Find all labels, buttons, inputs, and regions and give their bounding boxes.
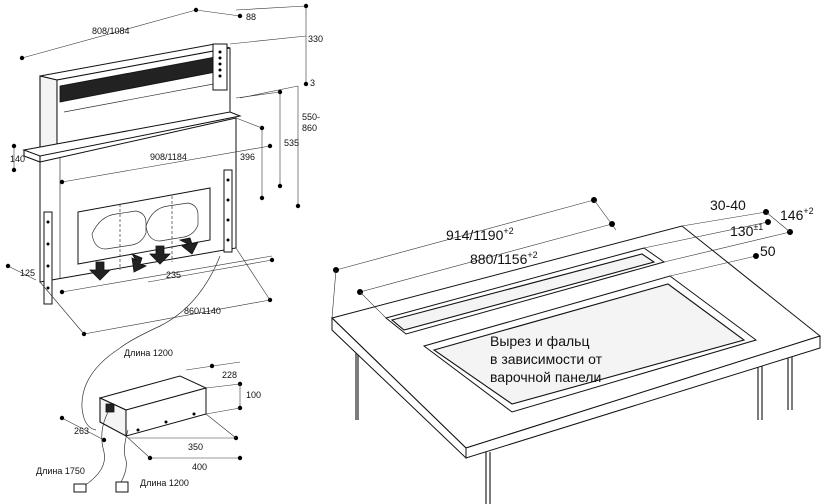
bracket-right [223,169,233,253]
control-cable [119,429,129,485]
power-cable [83,411,109,487]
cable-length-top: Длина 1200 [124,348,173,358]
cutout-caption-line2: в зависимости от [490,351,603,367]
dimension-lines-right [331,197,793,319]
dim-130: 130±1 [730,222,763,239]
chimney-side [39,75,58,153]
bracket-left [43,211,53,305]
worktop-cutout-drawing: 914/1190+2 880/1156+2 30-40 146+2 130±1 … [331,197,822,504]
dim-depth-top: 88 [246,12,256,22]
motor-connector [105,403,115,413]
dim-30-40: 30-40 [710,197,746,213]
control-plug [115,481,129,493]
dim-span-235: 235 [166,270,181,280]
dim-width-bottom: 860/1140 [184,306,221,316]
control-strip [212,43,228,91]
dim-width-top: 808/1084 [92,26,130,36]
fan-right [145,202,199,242]
dim-height-range: 550-860 [302,112,320,133]
cable-length-1750: Длина 1750 [36,466,85,476]
dim-width-mid: 908/1184 [150,152,187,162]
cutout-caption-line3: варочной панели [490,369,601,385]
dim-lip: 3 [310,78,315,88]
dim-height-396: 396 [240,152,255,162]
dim-motor-100: 100 [246,390,261,400]
worktop-front-right [465,335,821,459]
dim-outer-width: 914/1190+2 [446,226,514,243]
dim-50: 50 [760,243,776,259]
power-plug [73,483,87,493]
dim-inner-width: 880/1156+2 [470,250,538,267]
dim-height-535: 535 [284,138,299,148]
dim-motor-228: 228 [222,370,237,380]
frame-lip [22,111,242,157]
dim-side-125: 125 [20,268,35,278]
airflow-arrows [89,237,199,281]
dim-motor-263: 263 [74,426,89,436]
slot-recess [390,253,656,331]
dim-height-raised: 330 [308,34,323,44]
cutout-caption-line1: Вырез и фальц [490,333,589,349]
cable-unit-to-motor [81,255,221,431]
hob-recess [432,283,746,405]
fan-housing [77,187,211,265]
cable-length-1200: Длина 1200 [140,478,189,488]
dimension-lines-left [5,3,309,337]
dim-146: 146+2 [780,206,814,223]
dim-side-140: 140 [10,154,25,164]
dim-motor-400: 400 [192,462,207,472]
motor-unit-drawing: 228 100 263 350 400 Длина 1750 Длина 120… [36,361,261,493]
downdraft-unit-drawing: 808/1084 88 330 3 550-860 535 396 140 90… [5,3,323,337]
dim-motor-350: 350 [188,442,203,452]
